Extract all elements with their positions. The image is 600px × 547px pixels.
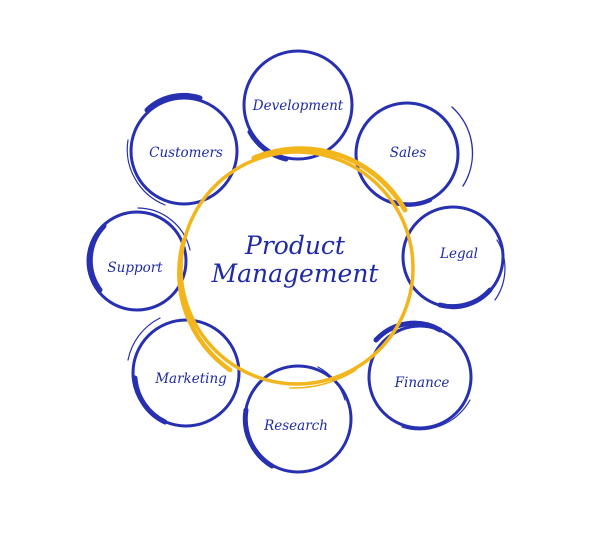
node-support-circle [86, 207, 191, 312]
center-title-line1: Product [244, 231, 346, 260]
node-label-legal: Legal [439, 246, 478, 262]
node-label-development: Development [252, 98, 344, 114]
center-circle [177, 146, 415, 389]
node-marketing-circle [127, 317, 241, 428]
center-title: Product Management [211, 231, 380, 288]
node-customers-circle [126, 92, 239, 206]
node-label-finance: Finance [394, 375, 450, 391]
node-labels: Development Sales Legal Finance Research… [107, 98, 478, 434]
node-label-marketing: Marketing [154, 371, 227, 387]
center-title-line2: Management [211, 259, 380, 288]
node-development-circle [242, 49, 354, 162]
node-label-support: Support [107, 260, 163, 276]
node-finance-circle [367, 320, 473, 431]
node-legal-circle [401, 205, 506, 310]
node-label-sales: Sales [390, 145, 427, 161]
node-label-research: Research [263, 418, 328, 434]
node-label-customers: Customers [149, 145, 223, 161]
node-circles [86, 49, 506, 474]
